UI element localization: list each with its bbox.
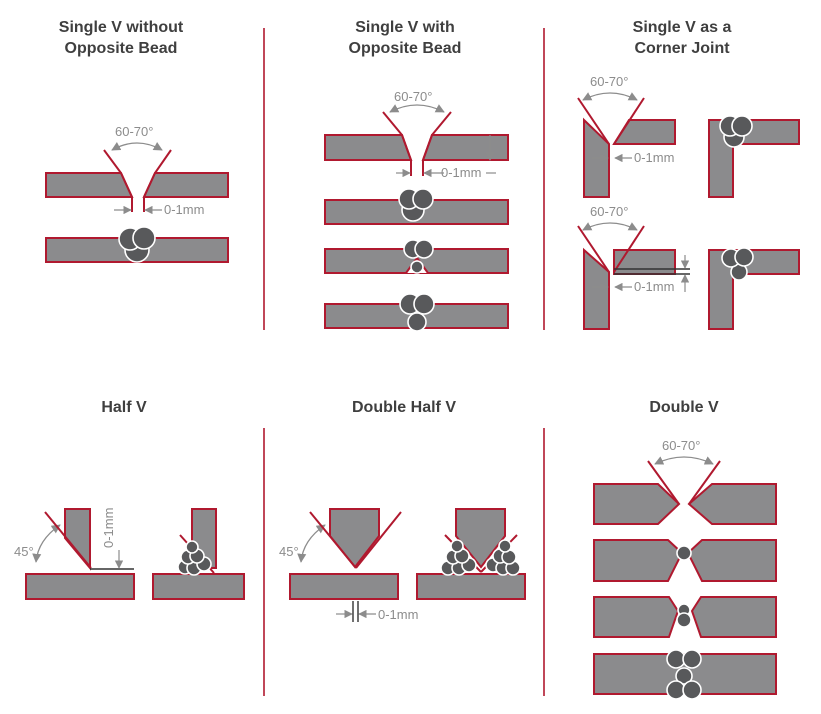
- gap-label: 0-1mm: [164, 202, 204, 217]
- gap-label: 0-1mm: [441, 165, 481, 180]
- angle-arc: [389, 104, 445, 113]
- angle-label: 45°: [279, 544, 299, 559]
- title-double-half-v: Double Half V: [352, 399, 456, 416]
- plate-horizontal: [612, 119, 676, 145]
- plate-right: [421, 134, 509, 161]
- groove-left-line: [309, 511, 357, 569]
- plate-left: [324, 134, 413, 161]
- groove-left-line: [577, 225, 610, 273]
- plate-right: [142, 172, 229, 198]
- groove-right-line: [422, 111, 452, 176]
- angle-arc: [582, 222, 638, 231]
- groove-right-line: [143, 149, 172, 212]
- weld-bead: [410, 260, 424, 274]
- title-double-v: Double V: [649, 399, 719, 416]
- groove-right-line: [613, 225, 645, 273]
- panel-half-v: 45° 0-1mm: [14, 508, 245, 600]
- angle-arc: [297, 524, 326, 563]
- angle-arc: [111, 142, 163, 151]
- angle-label: 45°: [14, 544, 34, 559]
- groove-line: [44, 511, 92, 569]
- weld-bead: [734, 247, 754, 267]
- weld-bead: [498, 539, 512, 553]
- angle-label: 60-70°: [115, 124, 153, 139]
- angle-label: 60-70°: [590, 74, 628, 89]
- plate-left: [45, 172, 134, 198]
- gap-label: 0-1mm: [101, 508, 116, 548]
- panel-double-half-v: 45° 0-1mm: [279, 508, 526, 622]
- backing-groove-edge: [405, 256, 429, 274]
- plate-base: [416, 573, 526, 600]
- groove-right-line: [688, 460, 721, 505]
- panel-single-v-with: 60-70° 0-1mm: [324, 89, 509, 332]
- panel-separators: [263, 28, 545, 696]
- panel-single-v-without: 60-70° 0-1mm: [45, 124, 229, 263]
- weld-bead: [731, 115, 753, 137]
- angle-arc: [654, 456, 714, 465]
- title-single-v-without-line1: Single V without: [59, 19, 184, 36]
- weld-bead: [675, 667, 693, 685]
- groove-left-line: [647, 460, 680, 505]
- weld-bead: [682, 680, 702, 700]
- plate-horizontal: [613, 249, 676, 275]
- angle-label: 60-70°: [662, 438, 700, 453]
- weld-bead: [407, 312, 427, 332]
- title-half-v: Half V: [101, 399, 147, 416]
- weld-bead: [414, 239, 434, 259]
- plate-base: [152, 573, 245, 600]
- title-corner-joint-line1: Single V as a: [633, 19, 732, 36]
- plate-left: [593, 483, 681, 525]
- title-single-v-without-line2: Opposite Bead: [65, 40, 178, 57]
- title-single-v-with-line1: Single V with: [355, 19, 455, 36]
- weld-bead: [185, 540, 199, 554]
- groove-left-line: [382, 111, 412, 176]
- gap-label: 0-1mm: [378, 607, 418, 622]
- weld-bead: [450, 539, 464, 553]
- plate-right: [686, 539, 777, 582]
- groove-left-line: [103, 149, 133, 212]
- weld-bead: [676, 545, 692, 561]
- angle-label: 60-70°: [590, 204, 628, 219]
- weld-bead: [676, 612, 692, 628]
- plate-right: [690, 596, 777, 638]
- plate-vertical: [583, 247, 610, 330]
- weld-bead: [132, 226, 156, 250]
- plate-vertical-beveled: [455, 508, 506, 569]
- groove-left-line: [577, 97, 610, 145]
- plate-left: [593, 596, 680, 638]
- gap-label: 0-1mm: [634, 150, 674, 165]
- plate-vertical: [64, 508, 91, 571]
- angle-arc: [582, 92, 638, 101]
- groove-right-line: [355, 511, 402, 569]
- panel-corner-joint: 60-70° 0-1mm 60-70° 0-1mm: [577, 74, 800, 330]
- angle-arc: [32, 524, 61, 563]
- title-corner-joint-line2: Corner Joint: [634, 40, 730, 57]
- plate-base: [25, 573, 135, 600]
- title-single-v-with-line2: Opposite Bead: [349, 40, 462, 57]
- plate-vertical-beveled: [329, 508, 380, 569]
- plate-right: [687, 483, 777, 525]
- groove-right-line: [613, 97, 645, 145]
- plate-left: [593, 539, 684, 582]
- angle-label: 60-70°: [394, 89, 432, 104]
- gap-label: 0-1mm: [634, 279, 674, 294]
- weld-bead: [412, 188, 434, 210]
- panel-double-v: 60-70°: [593, 438, 777, 700]
- weld-bead: [413, 293, 435, 315]
- weld-bead: [682, 649, 702, 669]
- plate-base: [289, 573, 399, 600]
